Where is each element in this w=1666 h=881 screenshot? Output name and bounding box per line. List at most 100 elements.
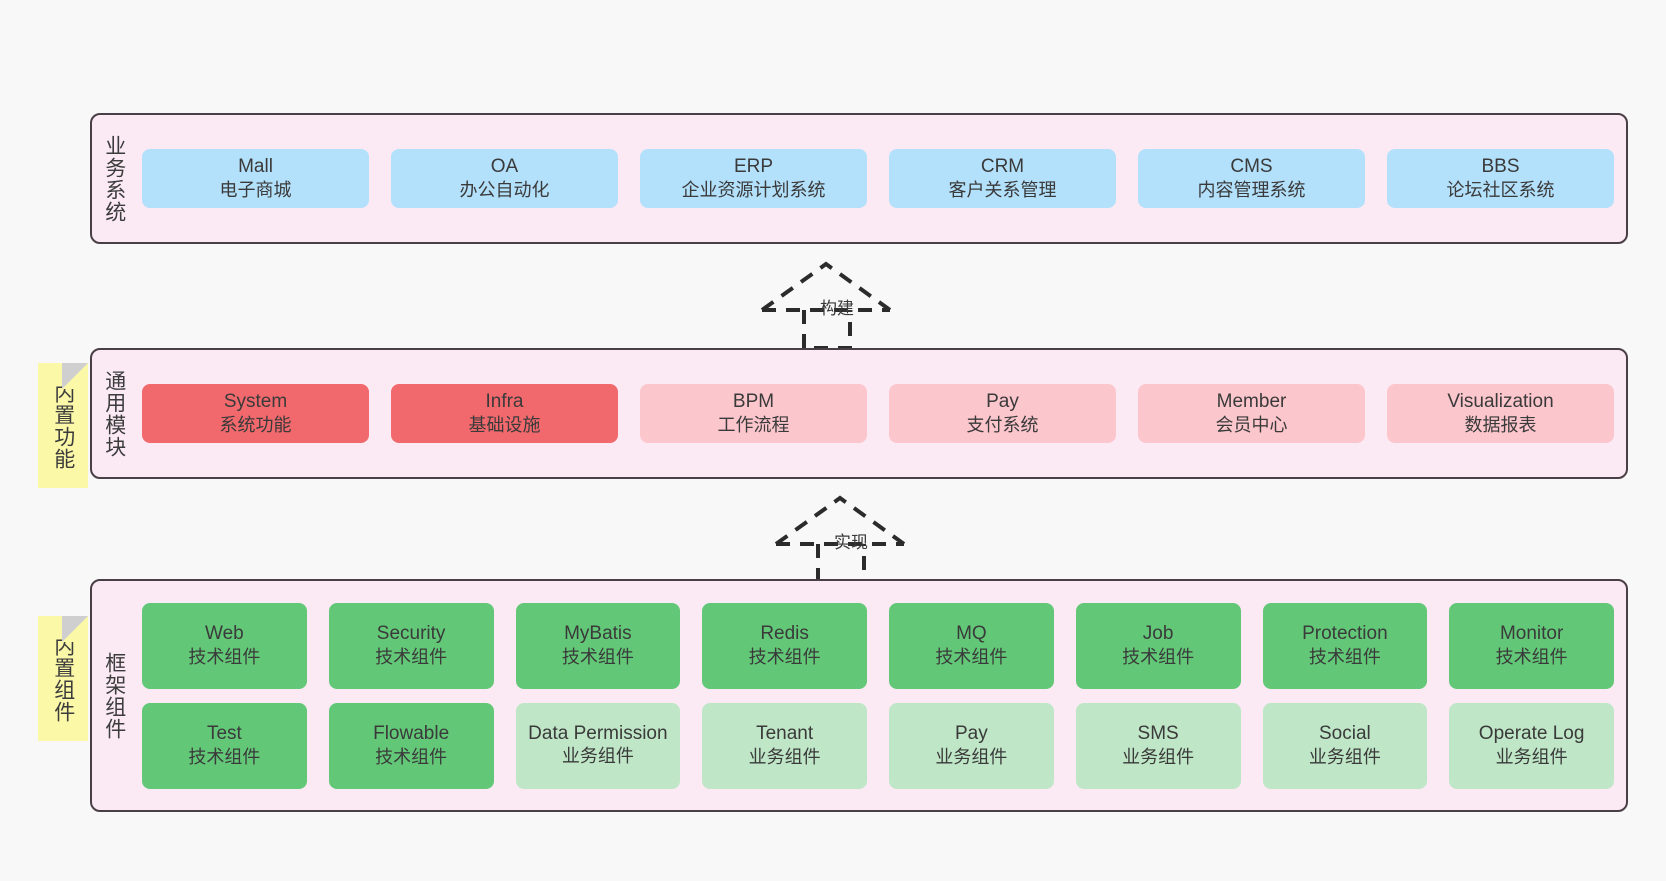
card-row: Mall 电子商城 OA 办公自动化 ERP 企业资源计划系统 CRM 客户关系… — [142, 148, 1614, 209]
connector-implement: 实现 — [772, 492, 952, 584]
card-subtitle: 客户关系管理 — [948, 180, 1057, 201]
card-title: Redis — [760, 622, 809, 644]
card-mq[interactable]: MQ 技术组件 — [889, 602, 1054, 689]
card-subtitle: 业务组件 — [1122, 747, 1195, 768]
card-member[interactable]: Member 会员中心 — [1138, 383, 1365, 444]
card-title: Tenant — [756, 722, 814, 744]
card-title: Pay — [955, 722, 988, 744]
card-subtitle: 企业资源计划系统 — [681, 180, 826, 201]
sticky-note-label: 内置组件 — [51, 634, 75, 723]
card-subtitle: 技术组件 — [188, 647, 261, 668]
card-infra[interactable]: Infra 基础设施 — [391, 383, 618, 444]
card-subtitle: 技术组件 — [1308, 647, 1381, 668]
card-title: Test — [206, 722, 242, 744]
card-operate-log[interactable]: Operate Log 业务组件 — [1449, 702, 1614, 789]
card-title: Visualization — [1447, 390, 1554, 412]
card-crm[interactable]: CRM 客户关系管理 — [889, 148, 1116, 209]
layer-title-framework-components: 框架组件 — [102, 651, 126, 740]
card-subtitle: 业务组件 — [748, 747, 821, 768]
card-subtitle: 技术组件 — [1122, 647, 1195, 668]
card-title: Job — [1142, 622, 1174, 644]
card-subtitle: 业务组件 — [561, 746, 634, 766]
card-subtitle: 论坛社区系统 — [1446, 180, 1555, 201]
card-title: MQ — [956, 622, 987, 644]
connector-label-build: 构建 — [820, 299, 854, 318]
card-security[interactable]: Security 技术组件 — [328, 602, 494, 689]
connector-build: 构建 — [758, 258, 938, 350]
card-job[interactable]: Job 技术组件 — [1075, 602, 1241, 689]
card-system[interactable]: System 系统功能 — [142, 383, 369, 444]
card-test[interactable]: Test 技术组件 — [142, 702, 307, 789]
card-title: Member — [1216, 390, 1287, 412]
card-social[interactable]: Social 业务组件 — [1262, 702, 1428, 789]
layer-business-systems: 业务系统 Mall 电子商城 OA 办公自动化 ERP 企业资源计划系统 CRM… — [90, 113, 1628, 244]
card-row: System 系统功能 Infra 基础设施 BPM 工作流程 Pay 支付系统… — [142, 383, 1614, 444]
sticky-note-label: 内置功能 — [51, 381, 75, 470]
card-title: System — [223, 390, 288, 412]
card-bpm[interactable]: BPM 工作流程 — [640, 383, 867, 444]
connector-label-implement: 实现 — [834, 533, 868, 552]
layer-body-framework-components: Web 技术组件 Security 技术组件 MyBatis 技术组件 Redi… — [136, 581, 1626, 810]
card-title: Protection — [1302, 622, 1388, 644]
card-subtitle: 工作流程 — [717, 415, 790, 436]
card-title: OA — [490, 155, 519, 177]
card-bbs[interactable]: BBS 论坛社区系统 — [1387, 148, 1614, 209]
card-web[interactable]: Web 技术组件 — [142, 602, 307, 689]
card-subtitle: 技术组件 — [188, 747, 261, 768]
card-mall[interactable]: Mall 电子商城 — [142, 148, 369, 209]
card-tenant[interactable]: Tenant 业务组件 — [702, 702, 867, 789]
card-pay[interactable]: Pay 支付系统 — [889, 383, 1116, 444]
card-subtitle: 技术组件 — [375, 647, 448, 668]
card-subtitle: 业务组件 — [935, 747, 1008, 768]
card-subtitle: 系统功能 — [219, 415, 292, 436]
card-subtitle: 技术组件 — [1495, 647, 1568, 668]
card-row: Test 技术组件 Flowable 技术组件 Data Permission … — [142, 702, 1614, 789]
card-flowable[interactable]: Flowable 技术组件 — [328, 702, 494, 789]
card-subtitle: 支付系统 — [966, 415, 1039, 436]
card-monitor[interactable]: Monitor 技术组件 — [1449, 602, 1614, 689]
card-title: MyBatis — [564, 622, 632, 644]
card-title: CRM — [980, 155, 1025, 177]
card-visualization[interactable]: Visualization 数据报表 — [1387, 383, 1614, 444]
card-subtitle: 业务组件 — [1495, 747, 1568, 768]
card-pay-business[interactable]: Pay 业务组件 — [889, 702, 1054, 789]
card-title: Monitor — [1499, 622, 1564, 644]
card-subtitle: 技术组件 — [748, 647, 821, 668]
card-title: ERP — [733, 155, 774, 177]
card-cms[interactable]: CMS 内容管理系统 — [1138, 148, 1365, 209]
card-oa[interactable]: OA 办公自动化 — [391, 148, 618, 209]
card-sms[interactable]: SMS 业务组件 — [1075, 702, 1241, 789]
card-title: CMS — [1230, 155, 1273, 177]
card-title: Security — [376, 622, 446, 644]
card-subtitle: 技术组件 — [935, 647, 1008, 668]
card-row: Web 技术组件 Security 技术组件 MyBatis 技术组件 Redi… — [142, 602, 1614, 689]
card-subtitle: 电子商城 — [219, 180, 292, 201]
card-title: SMS — [1137, 722, 1179, 744]
card-title: Web — [205, 622, 244, 644]
card-title: Data Permission — [528, 722, 668, 744]
layer-body-business-systems: Mall 电子商城 OA 办公自动化 ERP 企业资源计划系统 CRM 客户关系… — [136, 115, 1626, 242]
layer-title-business-systems: 业务系统 — [102, 134, 126, 223]
card-subtitle: 基础设施 — [468, 415, 541, 436]
card-title: Operate Log — [1478, 722, 1585, 744]
layer-body-common-modules: System 系统功能 Infra 基础设施 BPM 工作流程 Pay 支付系统… — [136, 350, 1626, 477]
card-title: Mall — [238, 155, 273, 177]
card-subtitle: 内容管理系统 — [1197, 180, 1306, 201]
card-subtitle: 办公自动化 — [459, 180, 550, 201]
layer-title-common-modules: 通用模块 — [102, 369, 126, 458]
card-redis[interactable]: Redis 技术组件 — [702, 602, 867, 689]
card-subtitle: 技术组件 — [561, 647, 634, 668]
card-mybatis[interactable]: MyBatis 技术组件 — [515, 602, 681, 689]
card-protection[interactable]: Protection 技术组件 — [1262, 602, 1428, 689]
card-title: Flowable — [373, 722, 450, 744]
card-title: BPM — [732, 390, 775, 412]
card-subtitle: 数据报表 — [1464, 415, 1537, 436]
card-erp[interactable]: ERP 企业资源计划系统 — [640, 148, 867, 209]
card-title: Infra — [485, 390, 524, 412]
card-title: Pay — [986, 390, 1019, 412]
card-title: BBS — [1481, 155, 1520, 177]
sticky-note-builtin-components: 内置组件 — [38, 616, 88, 741]
card-data-permission[interactable]: Data Permission 业务组件 — [515, 702, 681, 789]
layer-framework-components: 框架组件 Web 技术组件 Security 技术组件 MyBatis 技术组件… — [90, 579, 1628, 812]
